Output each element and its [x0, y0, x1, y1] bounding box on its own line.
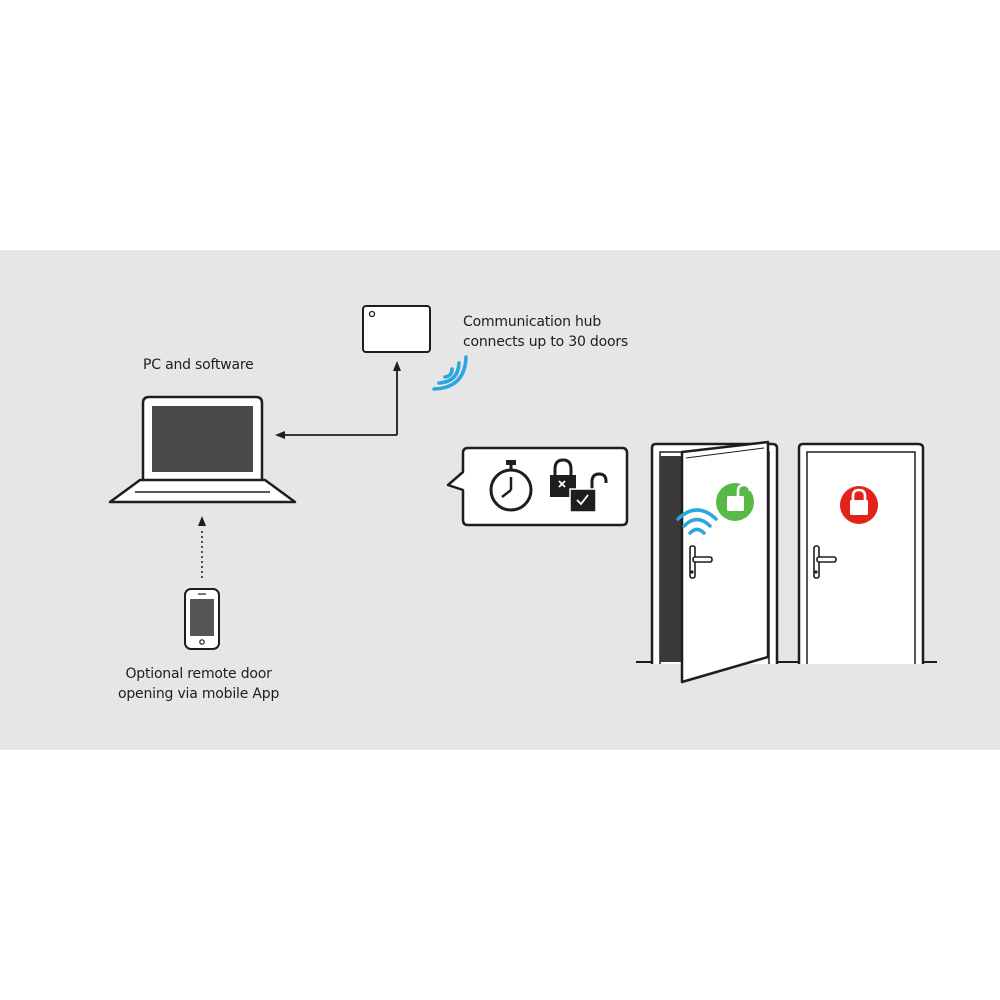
stopwatch-icon	[489, 460, 533, 512]
connector-phone-to-pc	[198, 516, 206, 578]
smartphone-icon	[184, 588, 220, 650]
hub-wifi-icon	[432, 355, 468, 391]
phone-label-line2: opening via mobile App	[118, 686, 280, 702]
lock-schedule-icon	[550, 458, 608, 513]
connector-hub-to-pc	[275, 361, 401, 439]
schedule-callout	[446, 446, 629, 527]
laptop-icon	[108, 395, 297, 504]
hub-label-line1: Communication hub	[463, 314, 602, 330]
hub-label: Communication hub connects up to 30 door…	[463, 312, 628, 352]
hub-device-icon	[362, 305, 431, 353]
open-door-icon	[650, 440, 779, 684]
locked-badge-icon	[840, 486, 878, 524]
phone-label-line1: Optional remote door	[125, 666, 272, 682]
hub-label-line2: connects up to 30 doors	[463, 334, 628, 350]
pc-label-text: PC and software	[143, 357, 254, 373]
closed-door-icon	[797, 442, 925, 664]
phone-label: Optional remote door opening via mobile …	[118, 664, 279, 704]
unlocked-badge-icon	[716, 483, 754, 521]
door-wifi-icon	[676, 508, 718, 535]
pc-label: PC and software	[143, 355, 254, 375]
